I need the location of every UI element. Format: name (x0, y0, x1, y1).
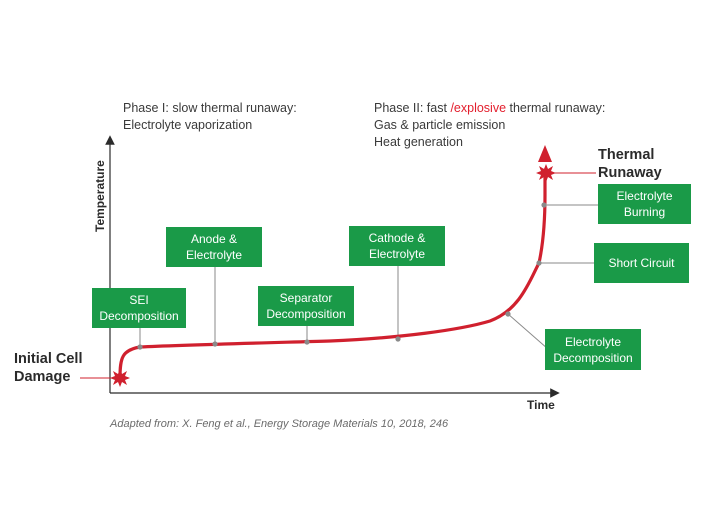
phase-1-title: Phase I: slow thermal runaway: (123, 101, 297, 115)
initial-cell-damage-label: Initial Cell Damage (14, 350, 83, 386)
point-cathode (395, 336, 401, 342)
initial-burst-icon (110, 369, 130, 387)
stage-electrolyte-decomp-line-1: Electrolyte (564, 334, 622, 349)
thermal-runaway-label: Thermal Runaway (598, 146, 662, 182)
runaway-arrow-icon (538, 145, 552, 162)
initial-label-line-1: Initial Cell (14, 351, 83, 367)
phase-2-detail-1: Gas & particle emission (374, 118, 506, 132)
point-burning (541, 202, 547, 208)
phase-1-detail: Electrolyte vaporization (123, 118, 253, 132)
source-citation: Adapted from: X. Feng et al., Energy Sto… (110, 418, 449, 430)
phase-2-title: Phase II: fast /explosive thermal runawa… (374, 100, 605, 117)
stage-sei-line-2: Decomposition (99, 309, 179, 323)
runaway-burst-icon (536, 164, 556, 182)
stage-separator-line-1: Separator (279, 291, 333, 305)
runaway-label-line-1: Thermal (598, 147, 655, 163)
point-short (536, 260, 542, 266)
stage-anode-line-2: Electrolyte (185, 248, 243, 262)
stage-box-cathode: Cathode & Electrolyte (349, 226, 445, 266)
phase-2-title-post: thermal runaway: (506, 101, 606, 115)
point-sei (137, 344, 143, 350)
stage-box-sei: SEI Decomposition (92, 288, 186, 328)
stage-anode-line-1: Anode & (190, 232, 238, 246)
phase-2-text: Phase II: fast /explosive thermal runawa… (374, 100, 605, 151)
stage-sei-line-1: SEI (129, 293, 149, 307)
point-separator (304, 339, 310, 345)
phase-1-text: Phase I: slow thermal runaway: Electroly… (123, 100, 297, 134)
phase-2-detail-2: Heat generation (374, 135, 463, 149)
stage-separator-line-2: Decomposition (266, 307, 346, 321)
stage-cathode-line-2: Electrolyte (368, 247, 426, 261)
stage-box-anode: Anode & Electrolyte (166, 227, 262, 267)
stage-cathode-line-1: Cathode & (368, 231, 426, 245)
initial-label-line-2: Damage (14, 369, 71, 385)
stage-burning-line-2: Burning (623, 205, 666, 219)
runaway-label-line-2: Runaway (598, 165, 662, 181)
x-axis-label: Time (527, 398, 555, 412)
phase-2-title-pre: Phase II: fast (374, 101, 451, 115)
stage-box-separator: Separator Decomposition (258, 286, 354, 326)
connector-electrolyte-decomp (507, 313, 549, 350)
y-axis-label: Temperature (93, 160, 107, 232)
phase-2-title-highlight: /explosive (450, 101, 507, 115)
stage-box-electrolyte-decomposition: Electrolyte Decomposition (545, 329, 641, 370)
stage-short-line-1: Short Circuit (608, 256, 675, 270)
point-electrolyte-decomp (505, 311, 511, 317)
stage-box-electrolyte-burning: Electrolyte Burning (598, 184, 691, 224)
stage-box-short-circuit: Short Circuit (594, 243, 689, 283)
temperature-curve (118, 168, 547, 380)
stage-burning-line-1: Electrolyte (616, 189, 673, 203)
stage-electrolyte-decomp-line-2: Decomposition (553, 350, 633, 365)
point-anode (212, 341, 218, 347)
